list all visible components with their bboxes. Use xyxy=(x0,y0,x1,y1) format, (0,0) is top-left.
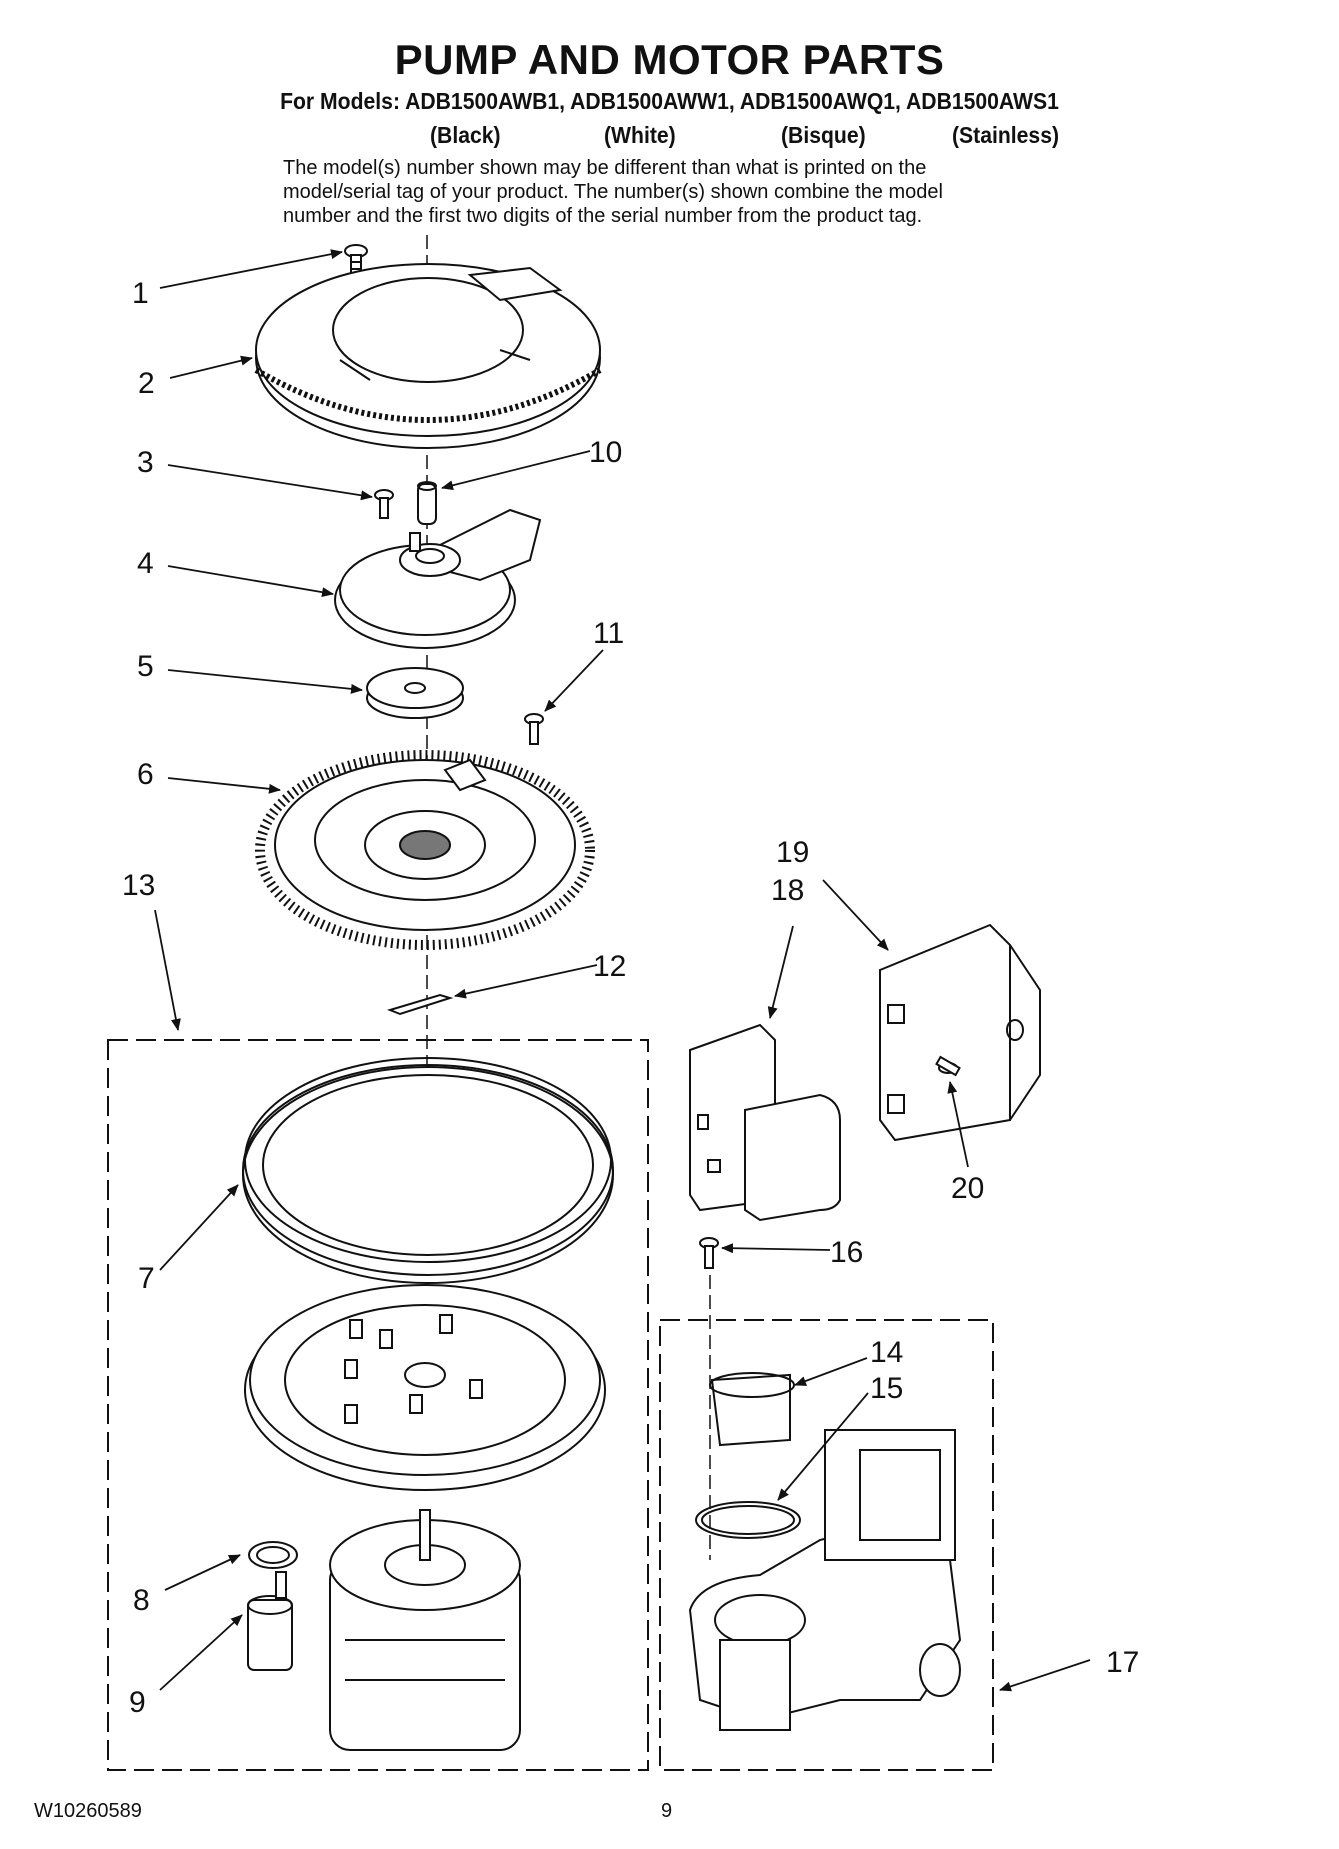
callout-17: 17 xyxy=(1106,1646,1139,1679)
color-white-label: (White) xyxy=(604,122,676,148)
callout-10: 10 xyxy=(589,436,622,469)
part-12-seal xyxy=(386,993,454,1016)
callout-15: 15 xyxy=(870,1372,903,1405)
page-number: 9 xyxy=(661,1800,673,1822)
part-10-pin xyxy=(417,481,437,525)
part-20-screw xyxy=(935,1055,961,1077)
callout-9: 9 xyxy=(129,1686,146,1719)
part-19-cover xyxy=(879,923,1041,1142)
models-line: For Models: ADB1500AWB1, ADB1500AWW1, AD… xyxy=(280,88,1059,114)
part-15-o-ring xyxy=(695,1501,801,1539)
part-16-screw xyxy=(699,1237,719,1269)
part-9-fitting xyxy=(247,1571,293,1671)
callout-16: 16 xyxy=(830,1236,863,1269)
callout-12: 12 xyxy=(593,950,626,983)
callout-11: 11 xyxy=(593,617,624,650)
part-13-motor-mount xyxy=(244,1284,606,1491)
page-title: PUMP AND MOTOR PARTS xyxy=(394,36,945,83)
part-4-pump-housing xyxy=(334,508,542,649)
color-black-label: (Black) xyxy=(430,122,501,148)
part-11-screw xyxy=(524,713,544,745)
note-line-3: number and the first two digits of the s… xyxy=(283,205,923,227)
part-14-adapter xyxy=(709,1372,795,1447)
assembly-13-box xyxy=(107,1039,649,1771)
part-17-drain-pump xyxy=(688,1429,962,1731)
callout-8: 8 xyxy=(133,1584,150,1617)
color-bisque-label: (Bisque) xyxy=(781,122,866,148)
color-stainless-label: (Stainless) xyxy=(952,122,1060,148)
callout-1: 1 xyxy=(132,277,149,310)
part-18-bracket xyxy=(689,1023,841,1222)
part-8-o-ring xyxy=(248,1541,298,1569)
callout-4: 4 xyxy=(137,547,154,580)
note-line-2: model/serial tag of your product. The nu… xyxy=(283,181,943,203)
callout-5: 5 xyxy=(137,650,154,683)
callout-19: 19 xyxy=(776,836,809,869)
callout-14: 14 xyxy=(870,1336,903,1369)
callout-6: 6 xyxy=(137,758,154,791)
note-line-1: The model(s) number shown may be differe… xyxy=(283,157,927,179)
callout-7: 7 xyxy=(138,1262,155,1295)
part-7-tub-seal xyxy=(242,1057,614,1284)
callout-20: 20 xyxy=(951,1172,984,1205)
document-code: W10260589 xyxy=(34,1800,142,1822)
part-2-filter-cover xyxy=(254,263,602,449)
part-motor xyxy=(329,1509,521,1751)
model-note: The model(s) number shown may be differe… xyxy=(283,156,1103,228)
callout-18: 18 xyxy=(771,874,804,907)
callout-3: 3 xyxy=(137,446,154,479)
leader-lines xyxy=(154,249,1091,1692)
part-5-impeller xyxy=(366,667,464,719)
callout-13: 13 xyxy=(122,869,155,902)
part-3-screw xyxy=(374,489,394,519)
part-6-chopper-assembly xyxy=(255,750,595,950)
callout-2: 2 xyxy=(138,367,155,400)
